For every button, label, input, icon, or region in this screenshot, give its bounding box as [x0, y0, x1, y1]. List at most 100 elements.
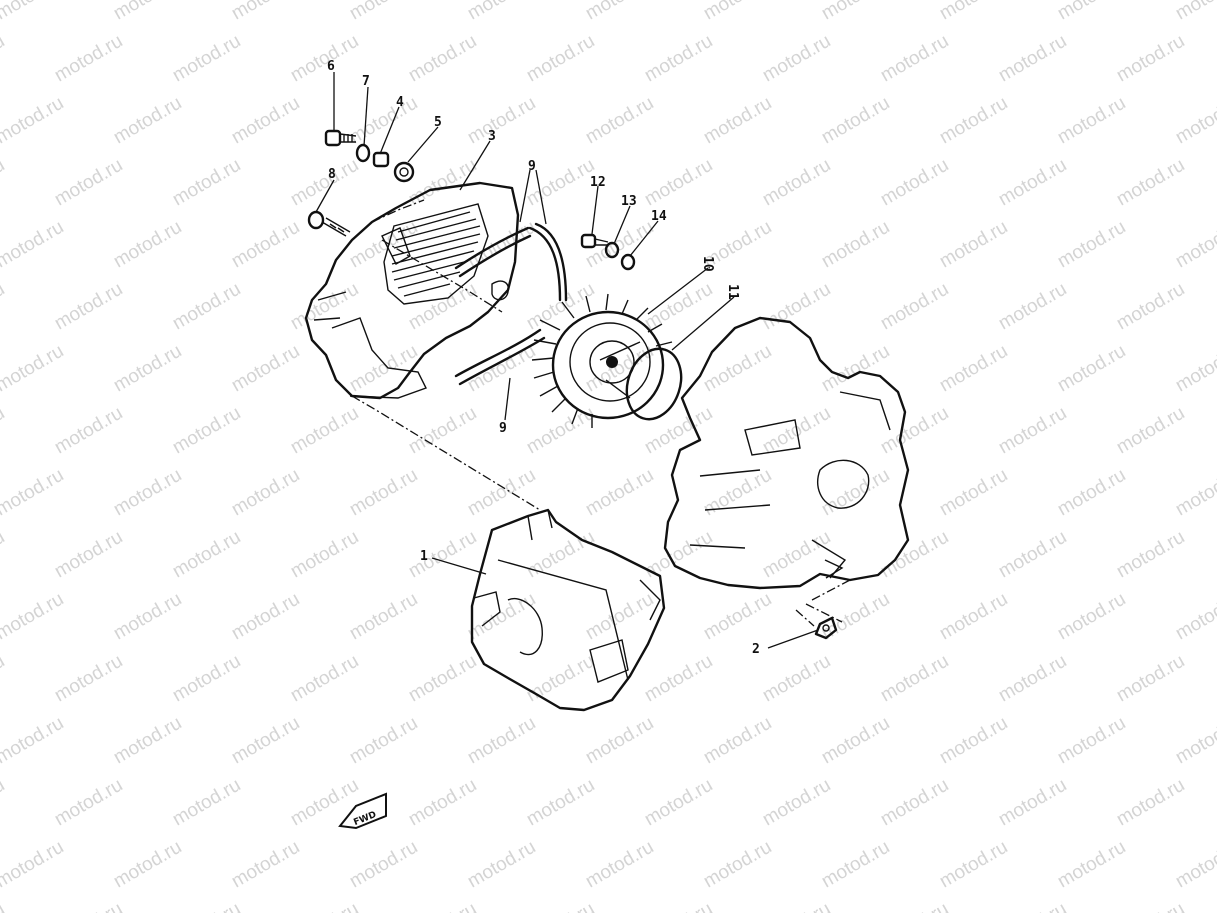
- watermark-text: motod.ru: [464, 713, 539, 769]
- watermark-text: motod.ru: [51, 651, 126, 707]
- watermark-text: motod.ru: [936, 713, 1011, 769]
- watermark-text: motod.ru: [700, 589, 775, 645]
- hose-upper[interactable]: [454, 226, 532, 278]
- watermark-text: motod.ru: [759, 899, 834, 913]
- watermark-text: motod.ru: [936, 837, 1011, 893]
- watermark-text: motod.ru: [1113, 775, 1188, 831]
- watermark-text: motod.ru: [818, 465, 893, 521]
- watermark-text: motod.ru: [877, 403, 952, 459]
- watermark-text: motod.ru: [1113, 279, 1188, 335]
- watermark-text: motod.ru: [0, 465, 67, 521]
- callout-6: 6: [327, 59, 335, 74]
- watermark-text: motod.ru: [405, 899, 480, 913]
- watermark-text: motod.ru: [877, 31, 952, 87]
- cooling-fan[interactable]: [531, 293, 673, 428]
- watermark-text: motod.ru: [287, 527, 362, 583]
- watermark-text: motod.ru: [1172, 217, 1217, 273]
- watermark-text: motod.ru: [700, 837, 775, 893]
- watermark-text: motod.ru: [1172, 465, 1217, 521]
- watermark-text: motod.ru: [582, 0, 657, 24]
- watermark-text: motod.ru: [287, 155, 362, 211]
- grommet-part-5[interactable]: [393, 161, 415, 183]
- callout-2: 2: [752, 642, 760, 657]
- callout-8: 8: [328, 167, 336, 182]
- watermark-text: motod.ru: [464, 217, 539, 273]
- watermark-text: motod.ru: [228, 713, 303, 769]
- watermark-text: motod.ru: [1113, 527, 1188, 583]
- watermark-text: motod.ru: [759, 775, 834, 831]
- watermark-text: motod.ru: [995, 527, 1070, 583]
- callout-5: 5: [434, 115, 442, 130]
- watermark-text: motod.ru: [0, 0, 67, 24]
- watermark-text: motod.ru: [995, 651, 1070, 707]
- washer-part-7[interactable]: [355, 143, 371, 163]
- bolt-part-6[interactable]: [324, 129, 357, 147]
- watermark-text: motod.ru: [759, 651, 834, 707]
- watermark-text: motod.ru: [700, 713, 775, 769]
- o-ring[interactable]: [618, 342, 690, 427]
- watermark-text: motod.ru: [346, 837, 421, 893]
- watermark-text: motod.ru: [582, 713, 657, 769]
- nut-part-14[interactable]: [620, 253, 636, 271]
- callout-12: 12: [590, 175, 606, 190]
- watermark-text: motod.ru: [995, 403, 1070, 459]
- watermark-text: motod.ru: [0, 155, 8, 211]
- hose-lower[interactable]: [454, 328, 546, 386]
- watermark-text: motod.ru: [759, 155, 834, 211]
- bolt-part-12[interactable]: [580, 233, 609, 249]
- watermark-text: motod.ru: [1054, 217, 1129, 273]
- watermark-text: motod.ru: [818, 837, 893, 893]
- watermark-text: motod.ru: [228, 589, 303, 645]
- watermark-text: motod.ru: [51, 899, 126, 913]
- watermark-text: motod.ru: [641, 31, 716, 87]
- watermark-text: motod.ru: [464, 93, 539, 149]
- callout-labels: 6 7 4 5 3 8 9 9 12 13 14 10 11 1 2: [327, 59, 760, 657]
- watermark-text: motod.ru: [877, 651, 952, 707]
- fan-cover-grille: [391, 211, 481, 297]
- watermark-text: motod.ru: [287, 403, 362, 459]
- watermark-text: motod.ru: [523, 775, 598, 831]
- watermark-text: motod.ru: [700, 93, 775, 149]
- watermark-text: motod.ru: [936, 0, 1011, 24]
- screw-part-8[interactable]: [307, 210, 351, 237]
- watermark-text: motod.ru: [346, 341, 421, 397]
- watermark-text: motod.ru: [0, 651, 8, 707]
- watermark-text: motod.ru: [110, 713, 185, 769]
- watermark-text: motod.ru: [1172, 341, 1217, 397]
- watermark-text: motod.ru: [169, 155, 244, 211]
- watermark-text: motod.ru: [582, 837, 657, 893]
- callout-13: 13: [621, 194, 637, 209]
- watermark-text: motod.ru: [1113, 899, 1188, 913]
- watermark-text: motod.ru: [700, 341, 775, 397]
- watermark-text: motod.ru: [877, 899, 952, 913]
- hose-long[interactable]: [528, 222, 568, 302]
- watermark-text: motod.ru: [0, 899, 8, 913]
- callout-4: 4: [396, 95, 404, 110]
- watermark-text: motod.ru: [700, 465, 775, 521]
- callout-7: 7: [362, 74, 370, 89]
- leader-lines: [315, 72, 819, 649]
- watermark-text: motod.ru: [169, 527, 244, 583]
- assembly-lines: [351, 199, 851, 627]
- watermark-text: motod.ru: [759, 31, 834, 87]
- nut-part-2[interactable]: [814, 616, 838, 640]
- watermark-text: motod.ru: [1172, 713, 1217, 769]
- watermark-text: motod.ru: [346, 0, 421, 24]
- collar-part-4[interactable]: [372, 151, 390, 168]
- callout-9-lower: 9: [499, 421, 507, 436]
- watermark-text: motod.ru: [0, 31, 8, 87]
- watermark-text: motod.ru: [0, 93, 67, 149]
- watermark-text: motod.ru: [228, 217, 303, 273]
- fan-cover[interactable]: [304, 181, 520, 400]
- watermark-text: motod.ru: [641, 899, 716, 913]
- callout-14: 14: [651, 209, 667, 224]
- engine-shroud[interactable]: [470, 508, 666, 712]
- washer-part-13[interactable]: [604, 241, 620, 259]
- watermark-text: motod.ru: [1113, 403, 1188, 459]
- watermark-text: motod.ru: [0, 217, 67, 273]
- watermark-text: motod.ru: [287, 31, 362, 87]
- watermark-text: motod.ru: [228, 341, 303, 397]
- watermark-text: motod.ru: [582, 93, 657, 149]
